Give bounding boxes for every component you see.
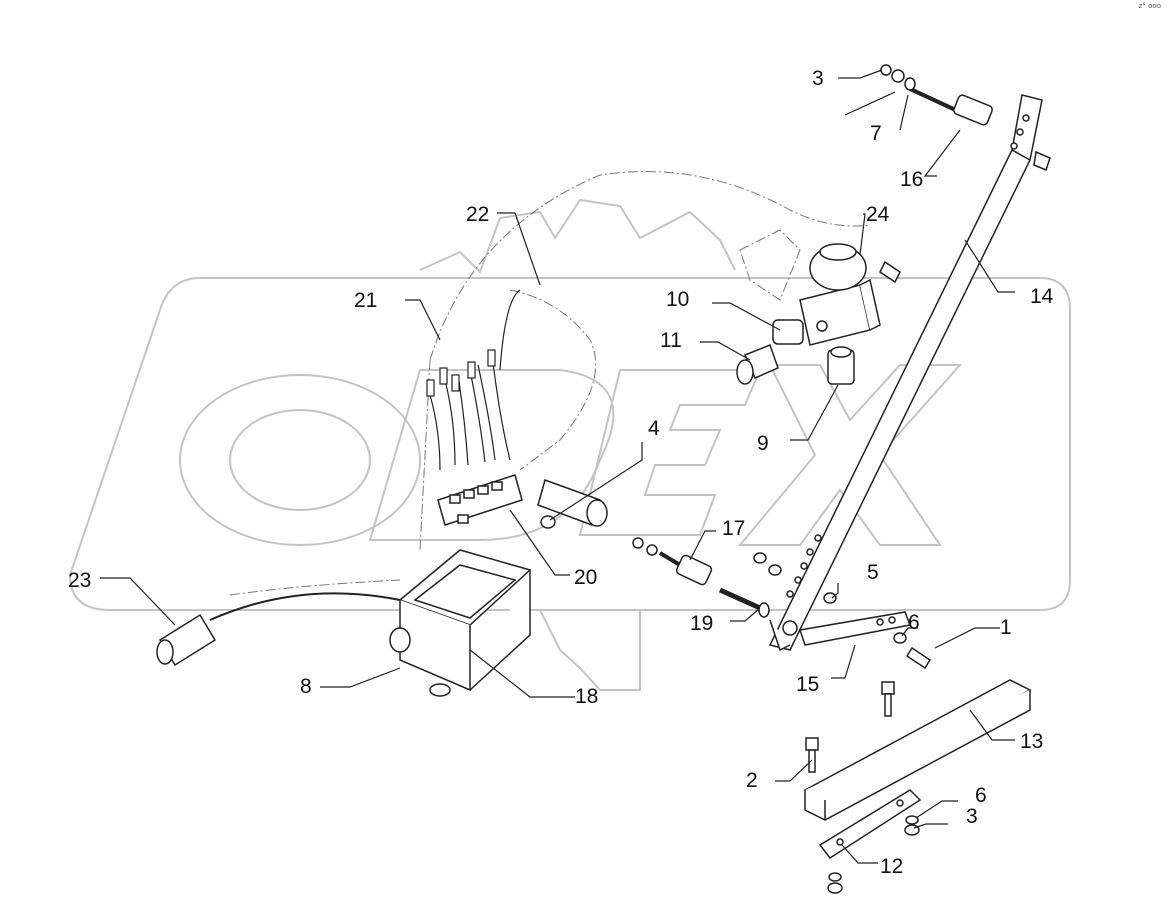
label-part-6: 6: [908, 611, 920, 634]
wiring-harness: [426, 289, 521, 471]
solenoid-valve-24: [799, 243, 901, 346]
label-part-13: 13: [1020, 730, 1044, 753]
label-part-20: 20: [574, 566, 598, 589]
fittings: [736, 319, 855, 385]
phantom-outline: [229, 171, 871, 596]
bolts: [753, 552, 932, 894]
label-part-17: 17: [722, 517, 746, 540]
label-part-1: 1: [1000, 616, 1012, 639]
label-part-18: 18: [575, 685, 599, 708]
label-part-3-lower: 3: [966, 805, 978, 828]
label-part-7: 7: [870, 122, 882, 145]
label-part-16: 16: [900, 168, 924, 191]
spacers-17-19: [632, 537, 770, 618]
link-plate-15: [782, 611, 912, 646]
label-part-14: 14: [1030, 285, 1054, 308]
label-part-21: 21: [354, 289, 378, 312]
label-part-12: 12: [880, 855, 904, 878]
label-part-4: 4: [648, 417, 660, 440]
corner-mark: z° ooo: [1138, 2, 1161, 10]
label-part-22: 22: [466, 203, 490, 226]
watermark-logo: [68, 198, 1071, 691]
leader-lines: [100, 69, 1015, 864]
label-part-9: 9: [757, 432, 769, 455]
label-part-11: 11: [660, 329, 682, 352]
cable-plug-23: [156, 592, 401, 667]
bracket-14: [768, 94, 1043, 652]
label-part-24: 24: [866, 203, 890, 226]
label-part-23: 23: [68, 569, 92, 592]
angle-bracket-13: [803, 679, 1032, 821]
plate-12: [818, 789, 922, 860]
label-part-19: 19: [690, 612, 714, 635]
connector-plug-4: [537, 479, 608, 529]
label-part-8: 8: [300, 675, 312, 698]
label-part-3: 3: [812, 67, 824, 90]
terminal-board-20: [437, 474, 523, 526]
control-box-18: [389, 549, 532, 697]
label-part-5: 5: [867, 561, 879, 584]
label-part-2: 2: [746, 769, 758, 792]
label-part-15: 15: [796, 673, 820, 696]
spacer-16: [880, 64, 1051, 172]
label-part-10: 10: [666, 288, 690, 311]
label-part-6-lower: 6: [975, 784, 987, 807]
